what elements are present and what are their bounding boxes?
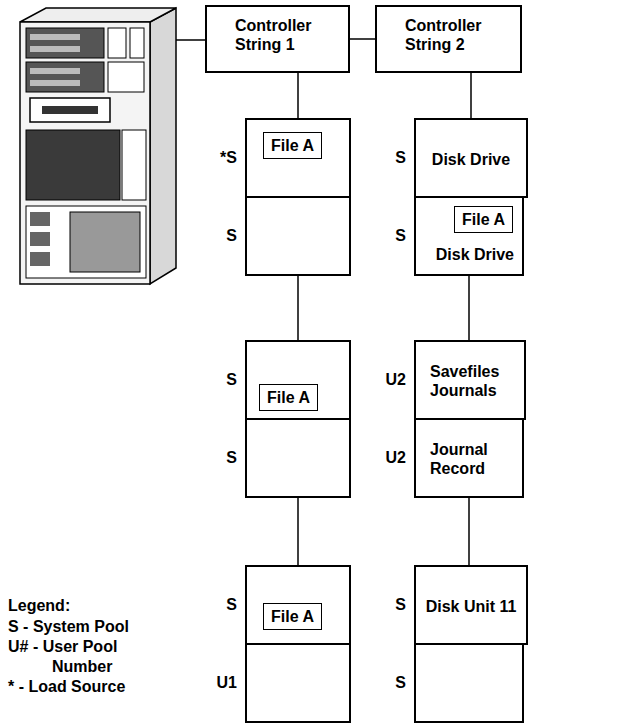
unit-label: Controller String 2 bbox=[405, 16, 505, 54]
disk-slot bbox=[30, 232, 50, 246]
pool-label: S bbox=[207, 448, 237, 467]
pool-label: *S bbox=[207, 148, 237, 167]
file-box: File A bbox=[259, 384, 318, 411]
cable-line bbox=[470, 73, 472, 118]
pool-label: U1 bbox=[207, 673, 237, 692]
cable-line bbox=[468, 276, 470, 340]
unit-label: Journal Record bbox=[430, 440, 510, 478]
pool-label: U2 bbox=[376, 370, 406, 389]
side-panel bbox=[122, 130, 146, 200]
cable-line bbox=[350, 38, 375, 40]
cable-line bbox=[297, 73, 299, 118]
disk-slot bbox=[70, 212, 140, 272]
pool-label: U2 bbox=[376, 448, 406, 467]
legend-entry: U# - User Pool Number bbox=[8, 637, 158, 677]
pool-label: S bbox=[376, 595, 406, 614]
pool-label: S bbox=[376, 226, 406, 245]
file-box: File A bbox=[263, 603, 322, 630]
disk-unit-box: U1 bbox=[245, 643, 351, 723]
disk-slot bbox=[30, 252, 50, 266]
drive-slot bbox=[30, 46, 80, 52]
drive-slot bbox=[30, 34, 80, 40]
legend-title: Legend: bbox=[8, 596, 70, 616]
file-box: File A bbox=[454, 206, 513, 233]
unit-label: Controller String 1 bbox=[235, 16, 335, 54]
pool-label: S bbox=[207, 370, 237, 389]
file-name: File A bbox=[271, 607, 314, 626]
disk-unit-box: SFile A bbox=[245, 565, 351, 645]
drive-slot bbox=[30, 80, 80, 86]
disk-unit-box: SDisk DriveFile A bbox=[414, 196, 524, 276]
file-name: File A bbox=[271, 136, 314, 155]
drive-bay bbox=[26, 28, 104, 58]
control-panel bbox=[130, 28, 144, 58]
cable-line bbox=[297, 276, 299, 340]
drive-bay bbox=[26, 62, 104, 92]
disk-unit-box: *SFile A bbox=[245, 118, 351, 198]
control-panel bbox=[108, 62, 144, 92]
control-panel bbox=[108, 28, 126, 58]
disk-slot bbox=[30, 212, 50, 226]
cabinet-top bbox=[20, 8, 176, 22]
unit-label: Savefiles Journals bbox=[430, 362, 520, 400]
pool-label: S bbox=[376, 148, 406, 167]
pool-label: S bbox=[207, 595, 237, 614]
disk-unit-box: SFile A bbox=[245, 340, 351, 420]
disk-unit-box: SDisk Drive bbox=[414, 118, 528, 198]
unit-label: Disk Drive bbox=[416, 150, 526, 169]
file-box: File A bbox=[263, 132, 322, 159]
disk-unit-box: U2Savefiles Journals bbox=[414, 340, 526, 420]
legend-entry: * - Load Source bbox=[8, 677, 158, 697]
disk-unit-box: Controller String 1 bbox=[205, 5, 350, 73]
disk-bay bbox=[26, 206, 146, 278]
pool-label: S bbox=[376, 673, 406, 692]
cabinet-side bbox=[150, 8, 176, 284]
file-name: File A bbox=[462, 210, 505, 229]
tape-unit bbox=[30, 98, 110, 122]
disk-unit-box: U2Journal Record bbox=[414, 418, 524, 498]
disk-unit-box: S bbox=[245, 196, 351, 276]
tape-slot bbox=[42, 106, 98, 114]
disk-unit-box: S bbox=[414, 643, 524, 723]
cable-line bbox=[297, 498, 299, 565]
pool-label: S bbox=[207, 226, 237, 245]
cable-line bbox=[468, 498, 470, 565]
vent-panel bbox=[26, 130, 120, 200]
disk-unit-box: S bbox=[245, 418, 351, 498]
drive-slot bbox=[30, 68, 80, 74]
unit-label: Disk Unit 11 bbox=[416, 597, 526, 616]
file-name: File A bbox=[267, 388, 310, 407]
disk-unit-box: Controller String 2 bbox=[375, 5, 522, 73]
cabinet-front bbox=[20, 22, 150, 284]
unit-label: Disk Drive bbox=[436, 245, 514, 264]
legend-entry: S - System Pool bbox=[8, 617, 158, 637]
system-cable bbox=[176, 39, 205, 41]
disk-unit-box: SDisk Unit 11 bbox=[414, 565, 528, 645]
